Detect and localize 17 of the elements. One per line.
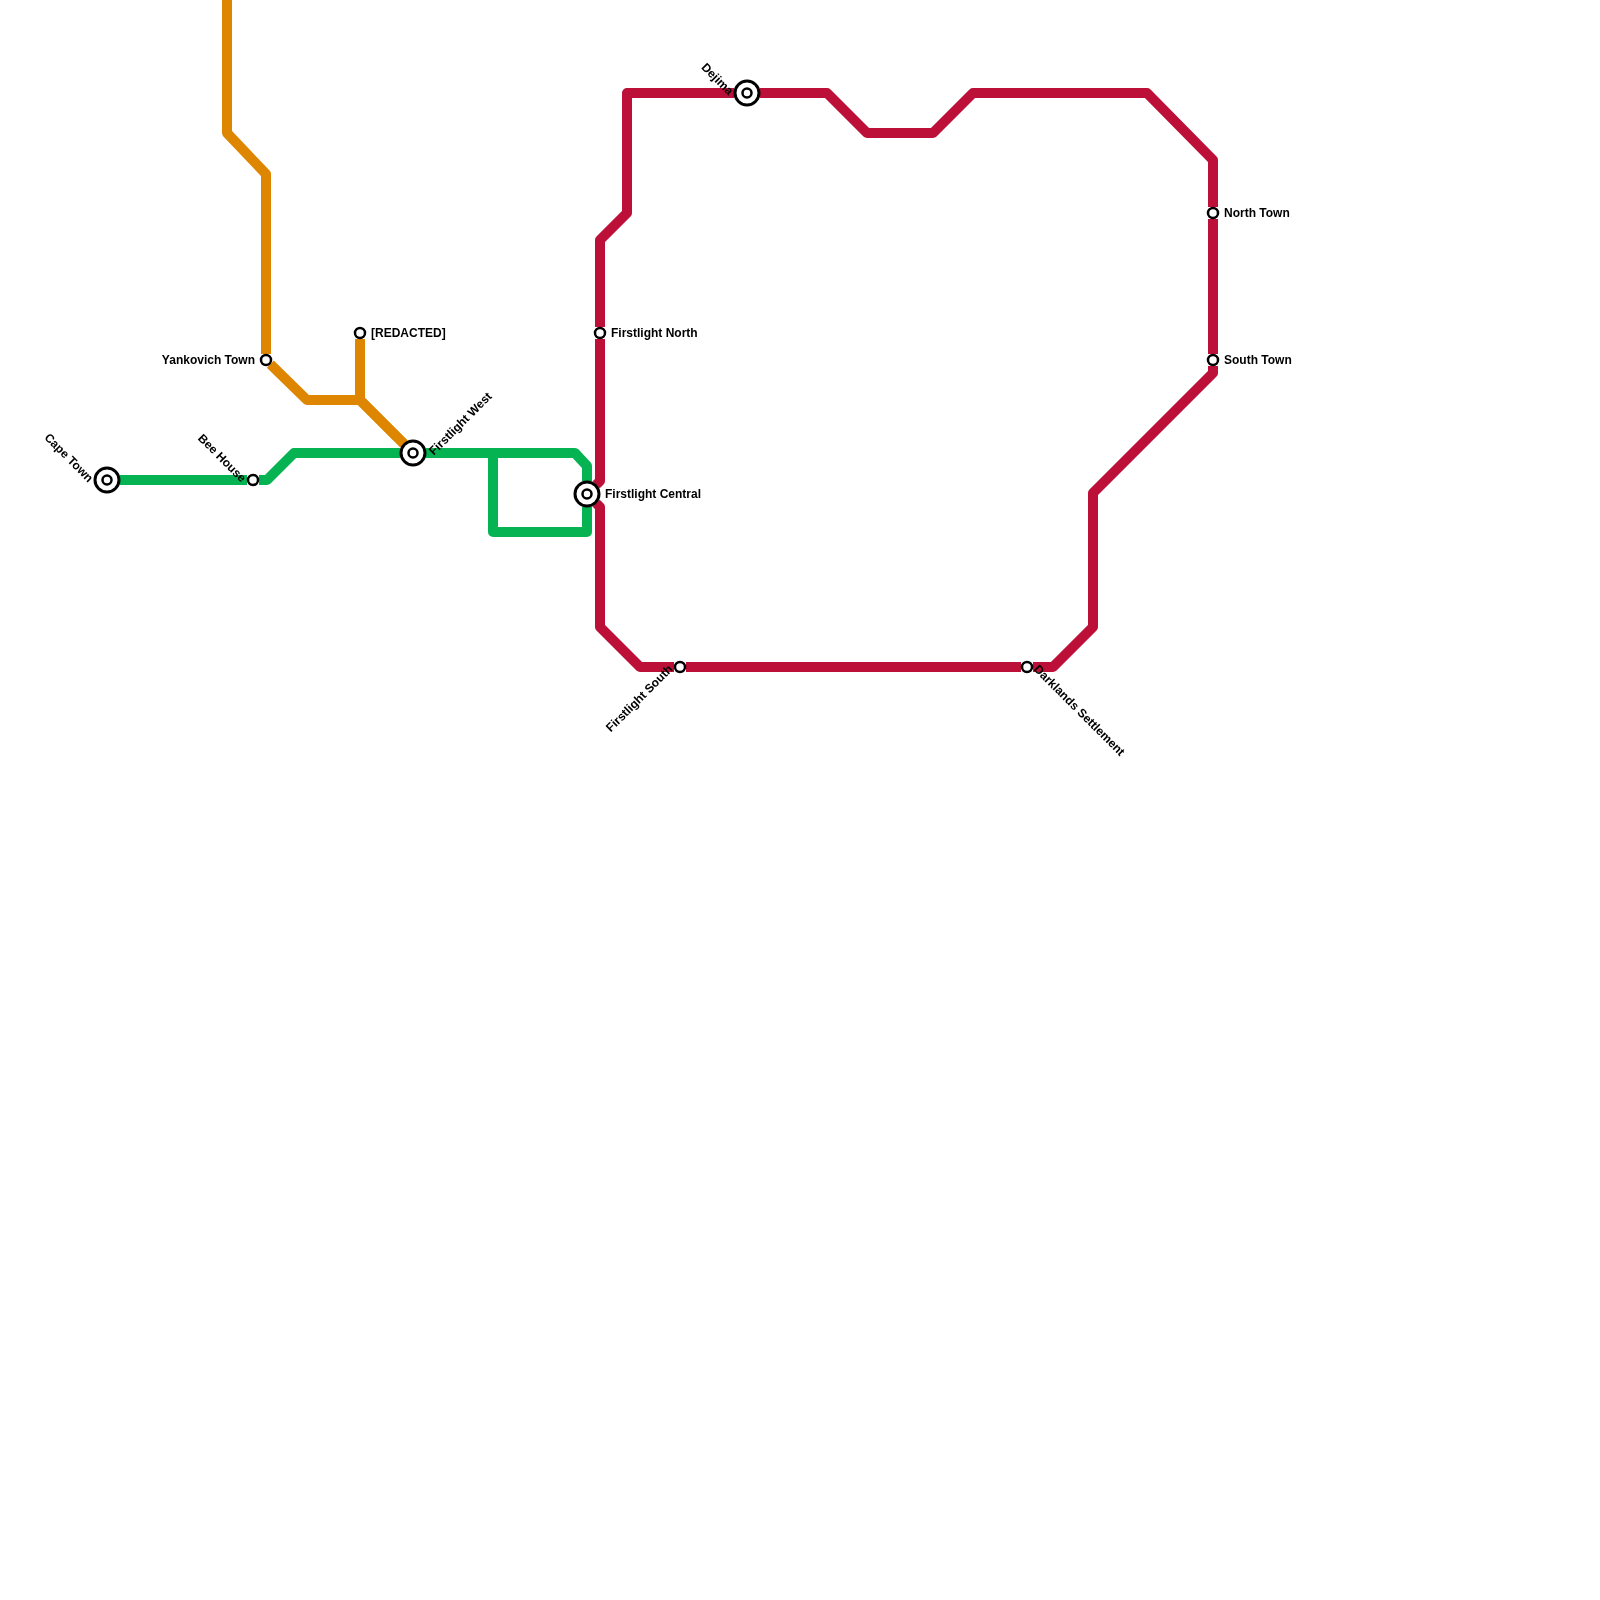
metro-line bbox=[1208, 219, 1218, 354]
station-label: Firstlight Central bbox=[605, 488, 701, 500]
metro-line bbox=[592, 339, 605, 489]
station-label: Yankovich Town bbox=[161, 354, 255, 366]
station-label: South Town bbox=[1224, 354, 1292, 366]
metro-line bbox=[595, 88, 734, 327]
metro-line bbox=[259, 448, 400, 485]
station-label: North Town bbox=[1224, 207, 1290, 219]
metro-line bbox=[686, 662, 1021, 672]
metro-line bbox=[222, 0, 271, 354]
metro-line bbox=[120, 475, 247, 485]
station-label: [REDACTED] bbox=[371, 327, 446, 339]
metro-line bbox=[760, 88, 1218, 207]
station-label: Firstlight North bbox=[611, 327, 698, 339]
metro-line bbox=[592, 499, 674, 672]
metro-line bbox=[1033, 366, 1218, 672]
metro-line bbox=[355, 339, 408, 448]
